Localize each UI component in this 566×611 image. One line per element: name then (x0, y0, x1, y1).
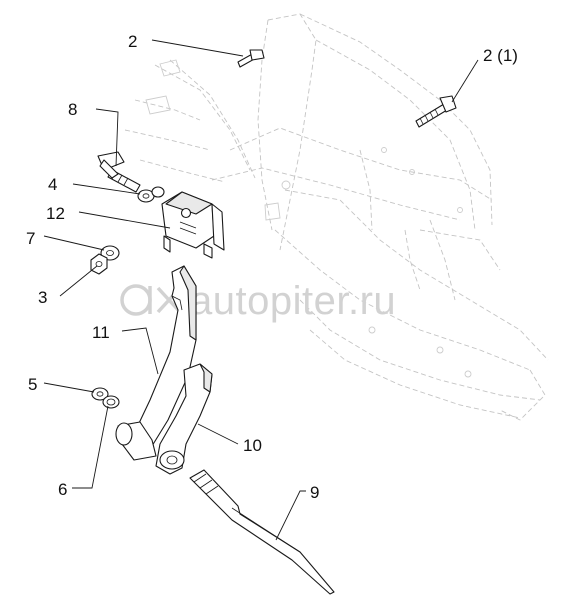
part-9-tine (189, 469, 335, 595)
callout-3: 3 (38, 288, 47, 307)
watermark-logo-icon (120, 284, 182, 316)
watermark: autopiter.ru (120, 279, 396, 323)
part-8-pin (97, 151, 141, 193)
background-frame-ghost (124, 13, 549, 421)
leader-3 (59, 265, 98, 297)
callout-12: 12 (46, 204, 65, 223)
callout-9: 9 (310, 483, 319, 502)
part-3-nut (90, 253, 108, 275)
part-2-bolt (237, 49, 265, 68)
part-2-1-bolt (415, 95, 457, 128)
part-11-lever (115, 265, 197, 461)
leader-2 (151, 39, 244, 57)
leader-11 (121, 327, 159, 375)
callout-labels: 2 2 (1) 8 4 12 7 3 11 5 6 10 9 (26, 32, 518, 502)
callout-5: 5 (28, 375, 37, 394)
leader-8 (95, 108, 119, 167)
watermark-text: autopiter.ru (190, 279, 396, 323)
part-6-ring (102, 395, 120, 409)
part-4-washer (137, 186, 165, 203)
callout-4: 4 (48, 175, 57, 194)
callout-2-1: 2 (1) (483, 46, 518, 65)
leader-10 (197, 423, 239, 445)
part-7-washer (100, 245, 120, 261)
callout-6: 6 (58, 480, 67, 499)
leader-2-1 (451, 59, 479, 103)
callout-8: 8 (68, 100, 77, 119)
leader-12 (78, 211, 171, 229)
part-5-washer (91, 387, 109, 401)
leader-9 (275, 490, 306, 541)
leader-7 (43, 235, 105, 251)
callout-11: 11 (92, 323, 110, 342)
part-10-lever (155, 363, 213, 475)
callout-2: 2 (128, 32, 137, 51)
leader-4 (72, 183, 141, 195)
leader-5 (43, 382, 95, 393)
callout-10: 10 (243, 436, 262, 455)
leader-lines (43, 39, 479, 541)
part-12-bracket (161, 191, 225, 259)
callout-7: 7 (26, 229, 35, 248)
leader-6 (72, 405, 109, 489)
